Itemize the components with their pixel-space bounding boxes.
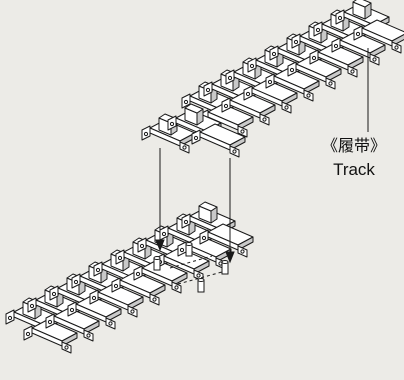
track-link bbox=[221, 91, 276, 126]
track-link bbox=[45, 307, 100, 342]
track-label-english: Track bbox=[333, 160, 375, 179]
track-link bbox=[111, 271, 166, 306]
track-link bbox=[265, 67, 320, 102]
lower-track-section bbox=[5, 201, 254, 354]
track-link bbox=[309, 43, 364, 78]
track-link bbox=[243, 79, 298, 114]
loose-track-link bbox=[141, 103, 246, 158]
track-link bbox=[331, 31, 386, 66]
track-link bbox=[89, 283, 144, 318]
track-link bbox=[23, 319, 78, 354]
track-link bbox=[287, 55, 342, 90]
track-link bbox=[133, 259, 188, 294]
track-label-chinese: 《履带》 bbox=[321, 136, 386, 155]
assembly-arrows bbox=[155, 148, 235, 264]
track-link bbox=[353, 19, 404, 54]
track-link bbox=[67, 295, 122, 330]
upper-track-section bbox=[181, 0, 404, 138]
track-link bbox=[191, 123, 246, 158]
